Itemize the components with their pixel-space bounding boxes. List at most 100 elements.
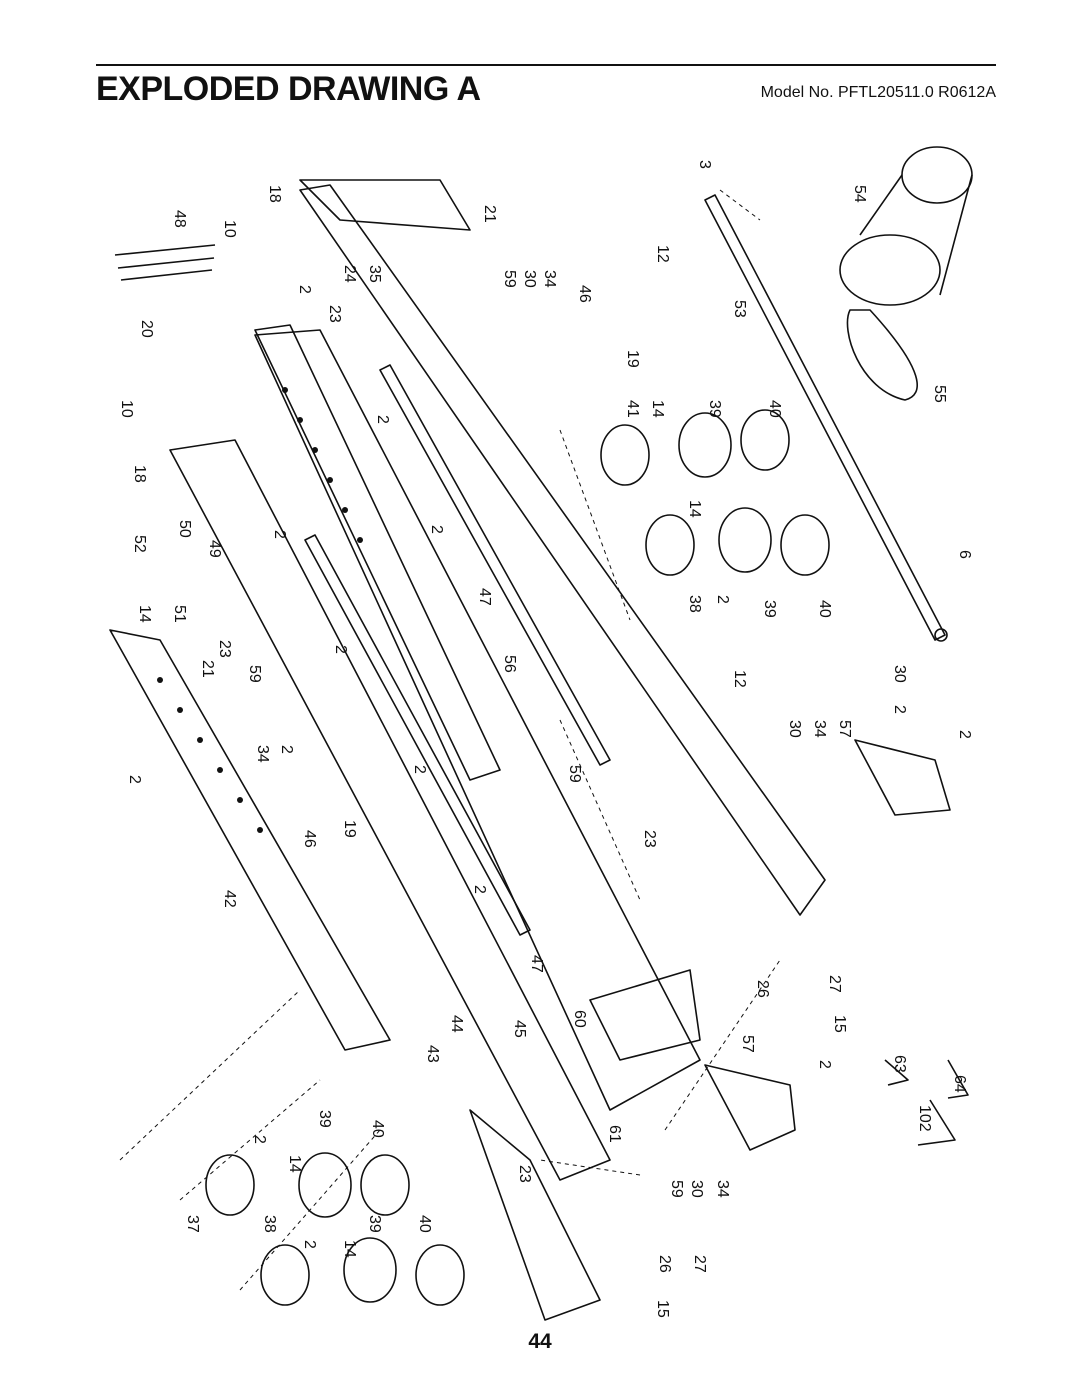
part-label: 2: [714, 595, 731, 604]
part-label: 2: [411, 765, 428, 774]
flywheel: [901, 146, 973, 204]
header-rule: [96, 64, 996, 66]
roller-cap-4: [260, 1244, 310, 1306]
part-label: 14: [286, 1155, 303, 1173]
part-label: 15: [654, 1300, 671, 1318]
part-label: 19: [624, 350, 641, 368]
part-label: 26: [656, 1255, 673, 1273]
rear-foot-upper: [854, 739, 951, 816]
part-label: 39: [366, 1215, 383, 1233]
part-label: 2: [251, 1135, 268, 1144]
part-label: 60: [571, 1010, 588, 1028]
roller-cap-2: [645, 514, 695, 576]
part-label: 49: [206, 540, 223, 558]
part-label: 27: [826, 975, 843, 993]
part-label: 20: [138, 320, 155, 338]
part-label: 38: [261, 1215, 278, 1233]
part-label: 39: [706, 400, 723, 418]
part-label: 37: [184, 1215, 201, 1233]
part-label: 2: [278, 745, 295, 754]
hex-key-102: [917, 1099, 956, 1146]
lower-rail: [469, 1109, 601, 1321]
part-label: 24: [341, 265, 358, 283]
part-label: 27: [691, 1255, 708, 1273]
left-side-rail: [109, 629, 391, 1051]
wire-bundle: [114, 244, 216, 281]
frame-left-rail: [299, 184, 826, 916]
upright-frame: [299, 179, 471, 231]
part-label: 14: [686, 500, 703, 518]
hex-key-64: [947, 1059, 969, 1099]
part-label: 35: [366, 265, 383, 283]
part-label: 23: [516, 1165, 533, 1183]
part-label: 26: [754, 980, 771, 998]
part-label: 14: [136, 605, 153, 623]
part-label: 56: [501, 655, 518, 673]
part-label: 43: [424, 1045, 441, 1063]
part-label: 50: [176, 520, 193, 538]
part-label: 34: [811, 720, 828, 738]
part-label: 51: [171, 605, 188, 623]
part-label: 30: [891, 665, 908, 683]
part-label: 2: [271, 530, 288, 539]
part-label: 59: [246, 665, 263, 683]
part-label: 6: [956, 550, 973, 559]
deck-outline: [254, 329, 701, 1111]
part-label: 40: [766, 400, 783, 418]
part-label: 41: [624, 400, 641, 418]
part-label: 2: [374, 415, 391, 424]
part-label: 15: [831, 1015, 848, 1033]
part-label: 52: [131, 535, 148, 553]
part-label: 18: [131, 465, 148, 483]
part-label: 46: [301, 830, 318, 848]
part-label: 34: [714, 1180, 731, 1198]
part-label: 45: [511, 1020, 528, 1038]
part-label: 40: [416, 1215, 433, 1233]
part-label: 48: [171, 210, 188, 228]
part-label: 2: [816, 1060, 833, 1069]
part-label: 47: [476, 588, 493, 606]
page-title: EXPLODED DRAWING A: [96, 70, 481, 108]
roller-cap-3: [205, 1154, 255, 1216]
rear-foot-lower: [704, 1064, 796, 1151]
part-label: 63: [891, 1055, 908, 1073]
part-label: 3: [696, 160, 713, 169]
rear-roller: [704, 194, 946, 641]
part-label: 53: [731, 300, 748, 318]
motor-hood: [589, 969, 701, 1061]
part-label: 2: [956, 730, 973, 739]
part-label: 64: [951, 1075, 968, 1093]
part-label: 40: [816, 600, 833, 618]
part-label: 59: [566, 765, 583, 783]
part-label: 14: [649, 400, 666, 418]
part-label: 38: [686, 595, 703, 613]
part-label: 47: [528, 955, 545, 973]
part-label: 23: [641, 830, 658, 848]
part-label: 21: [199, 660, 216, 678]
part-label: 21: [481, 205, 498, 223]
part-label: 59: [501, 270, 518, 288]
part-label: 34: [254, 745, 271, 763]
part-label: 39: [761, 600, 778, 618]
part-label: 2: [891, 705, 908, 714]
part-label: 18: [266, 185, 283, 203]
deck-strip-lower: [304, 534, 531, 936]
part-label: 57: [836, 720, 853, 738]
part-label: 30: [521, 270, 538, 288]
right-side-rail: [254, 324, 501, 781]
part-label: 2: [126, 775, 143, 784]
part-label: 12: [654, 245, 671, 263]
part-label: 2: [428, 525, 445, 534]
part-label: 10: [221, 220, 238, 238]
part-label: 34: [541, 270, 558, 288]
part-label: 54: [851, 185, 868, 203]
part-label: 40: [369, 1120, 386, 1138]
part-label: 12: [731, 670, 748, 688]
model-number: Model No. PFTL20511.0 R0612A: [760, 84, 996, 101]
part-label: 14: [341, 1240, 358, 1258]
roller-cap-1: [600, 424, 650, 486]
part-label: 46: [576, 285, 593, 303]
part-label: 30: [786, 720, 803, 738]
part-label: 39: [316, 1110, 333, 1128]
